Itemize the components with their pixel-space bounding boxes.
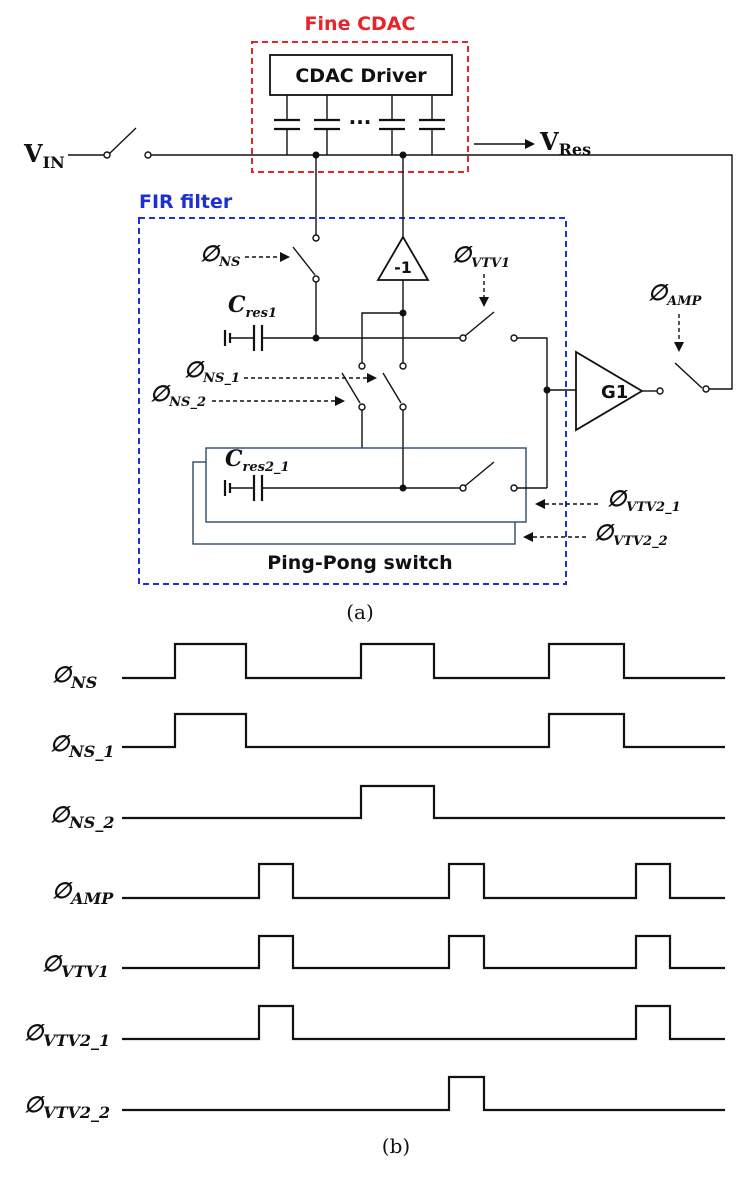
vtv1-switch-blade bbox=[464, 311, 495, 337]
fir-filter-label: FIR filter bbox=[139, 191, 233, 213]
waveform-ns bbox=[122, 642, 725, 680]
amp-switch-pin bbox=[702, 385, 710, 393]
ns1-switch-pin bbox=[399, 403, 407, 411]
phi-amp-label: ∅AMP bbox=[648, 280, 703, 309]
figure-b: ∅NS ∅NS_1 ∅NS_2 ∅AMP ∅VTV1 ∅VTV2_1 ∅VTV2… bbox=[24, 642, 725, 1158]
timing-label-vtv21: ∅VTV2_1 bbox=[24, 1020, 110, 1050]
phi-ns2-label: ∅NS_2 bbox=[150, 381, 206, 410]
fine-cdac-label: Fine CDAC bbox=[305, 13, 416, 35]
waveform-ns1 bbox=[122, 712, 725, 749]
vres-feedback-wire bbox=[474, 154, 733, 390]
ns1-switch-pin bbox=[358, 362, 366, 370]
cdac-driver-box bbox=[269, 54, 453, 96]
output-bus-wire bbox=[517, 337, 548, 488]
caption-a: (a) bbox=[346, 600, 374, 624]
vtv1-switch-pin bbox=[510, 334, 518, 342]
waveform-vtv21 bbox=[122, 1004, 725, 1041]
timing-label-ns2: ∅NS_2 bbox=[50, 802, 114, 832]
fir-filter-box bbox=[138, 217, 567, 585]
cross-wire bbox=[361, 312, 403, 363]
vres-label: VRes bbox=[539, 127, 591, 159]
vtv2-switch-blade bbox=[464, 461, 495, 487]
vin-switch-blade bbox=[108, 127, 137, 155]
phi-vtv21-label: ∅VTV2_1 bbox=[607, 486, 681, 515]
phi-vtv1-label: ∅VTV1 bbox=[452, 242, 510, 271]
cres2-label: Cres2_1 bbox=[225, 446, 290, 475]
pingpong-label: Ping-Pong switch bbox=[267, 552, 452, 574]
caption-b: (b) bbox=[382, 1134, 410, 1158]
ns1-switch-blade bbox=[382, 372, 402, 404]
cdac-ellipsis: ··· bbox=[349, 110, 372, 134]
cdac-driver-label: CDAC Driver bbox=[295, 65, 427, 87]
amp-label: G1 bbox=[601, 382, 628, 403]
inverter-label: -1 bbox=[394, 258, 412, 277]
ns-switch-pin bbox=[312, 234, 320, 242]
vin-switch-pin bbox=[103, 151, 111, 159]
fine-cdac-box bbox=[251, 41, 469, 173]
ns-switch-blade bbox=[292, 246, 316, 276]
waveform-vtv1 bbox=[122, 934, 725, 970]
amp-switch-blade bbox=[674, 362, 703, 389]
vtv2-switch-pin bbox=[510, 484, 518, 492]
timing-label-amp: ∅AMP bbox=[52, 878, 114, 908]
timing-label-ns: ∅NS bbox=[52, 662, 97, 692]
phi-ns1-label: ∅NS_1 bbox=[184, 357, 240, 386]
ns2-switch-pin bbox=[399, 362, 407, 370]
timing-label-vtv22: ∅VTV2_2 bbox=[24, 1092, 110, 1122]
amplifier-g1 bbox=[575, 350, 644, 432]
waveform-ns2 bbox=[122, 784, 725, 820]
cres1-label: Cres1 bbox=[228, 292, 277, 321]
timing-label-vtv1: ∅VTV1 bbox=[42, 951, 109, 981]
vtv1-switch-pin bbox=[459, 334, 467, 342]
pingpong-box-front bbox=[205, 447, 527, 523]
vin-label: VIN bbox=[23, 139, 65, 172]
amp-switch-pin bbox=[656, 387, 664, 395]
vin-switch-pin bbox=[144, 151, 152, 159]
phi-ns-label: ∅NS bbox=[200, 241, 240, 270]
vtv2-switch-pin bbox=[459, 484, 467, 492]
waveform-amp bbox=[122, 862, 725, 900]
phi-vtv22-label: ∅VTV2_2 bbox=[594, 520, 668, 549]
waveform-vtv22 bbox=[122, 1075, 725, 1112]
timing-label-ns1: ∅NS_1 bbox=[50, 731, 114, 761]
cdac-capacitor-array bbox=[274, 95, 445, 155]
figure-a: Fine CDAC CDAC Driver ··· VIN bbox=[23, 13, 733, 624]
ns2-switch-pin bbox=[358, 403, 366, 411]
ns-switch-pin bbox=[312, 275, 320, 283]
